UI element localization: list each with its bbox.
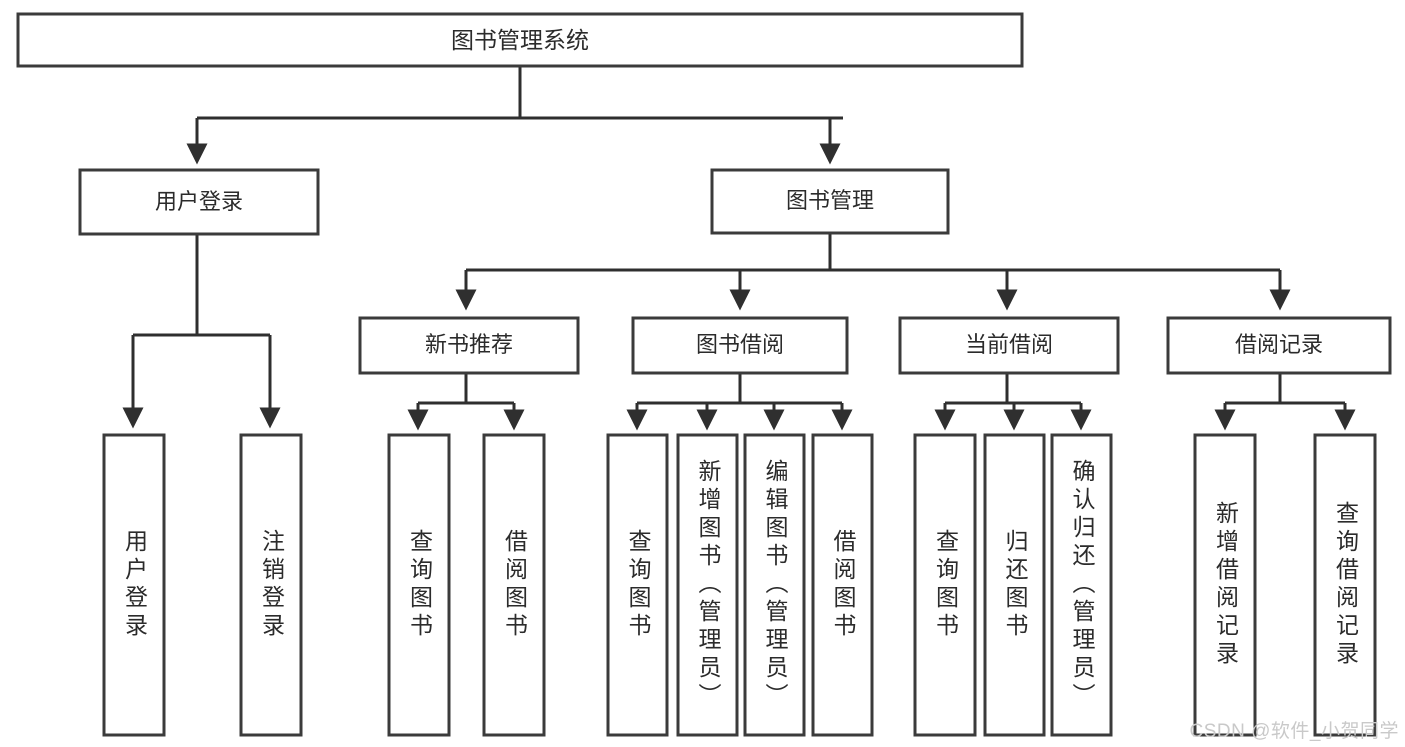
node-label-current-borrow: 当前借阅: [965, 332, 1053, 357]
leaf-box-query-record[interactable]: [1313, 433, 1377, 737]
leaf-box-query-book-2[interactable]: [606, 433, 669, 737]
connector-book-management-to-level2: [455, 233, 1291, 311]
leaf-boxes-book-borrow: [606, 433, 874, 737]
leaf-box-borrow-book-1[interactable]: [482, 433, 546, 737]
leaf-box-add-record[interactable]: [1193, 433, 1257, 737]
leaf-box-add-book[interactable]: [676, 433, 739, 737]
node-borrow-record[interactable]: 借阅记录: [1166, 316, 1392, 375]
connector-current-borrow-to-leaves: [934, 373, 1092, 431]
leaf-boxes-new-book-recommend: [387, 433, 546, 737]
leaf-box-logout-login[interactable]: [239, 433, 303, 737]
leaf-box-query-book-3[interactable]: [913, 433, 977, 737]
node-label-new-book-recommend: 新书推荐: [425, 332, 513, 357]
node-new-book-recommend[interactable]: 新书推荐: [358, 316, 580, 375]
csdn-watermark: CSDN @软件_小贺同学: [1189, 721, 1399, 742]
node-book-management[interactable]: 图书管理: [710, 168, 950, 235]
connector-root-to-level1: [186, 66, 843, 165]
connector-new-book-recommend-to-leaves: [407, 373, 525, 431]
leaf-boxes-current-borrow: [913, 433, 1113, 737]
leaf-box-confirm-return[interactable]: [1050, 433, 1113, 737]
node-user-login[interactable]: 用户登录: [78, 168, 320, 236]
leaf-box-query-book-1[interactable]: [387, 433, 451, 737]
node-label-borrow-record: 借阅记录: [1235, 332, 1323, 357]
leaf-box-user-login[interactable]: [102, 433, 166, 737]
node-label-book-borrow: 图书借阅: [696, 332, 784, 357]
node-label-system-title: 图书管理系统: [451, 27, 589, 53]
node-label-book-management: 图书管理: [786, 188, 874, 213]
leaf-boxes-borrow-record: [1193, 433, 1377, 737]
leaf-box-return-book[interactable]: [983, 433, 1046, 737]
node-book-borrow[interactable]: 图书借阅: [631, 316, 849, 375]
node-system-title[interactable]: 图书管理系统: [16, 12, 1024, 68]
node-current-borrow[interactable]: 当前借阅: [898, 316, 1120, 375]
connector-book-borrow-to-leaves: [626, 373, 853, 431]
connector-borrow-record-to-leaves: [1214, 373, 1356, 431]
connector-user-login-to-leaves: [122, 234, 281, 429]
leaf-boxes-user-login: [102, 433, 303, 737]
leaf-box-edit-book[interactable]: [743, 433, 806, 737]
leaf-box-borrow-book-2[interactable]: [811, 433, 874, 737]
node-label-user-login: 用户登录: [155, 189, 243, 214]
